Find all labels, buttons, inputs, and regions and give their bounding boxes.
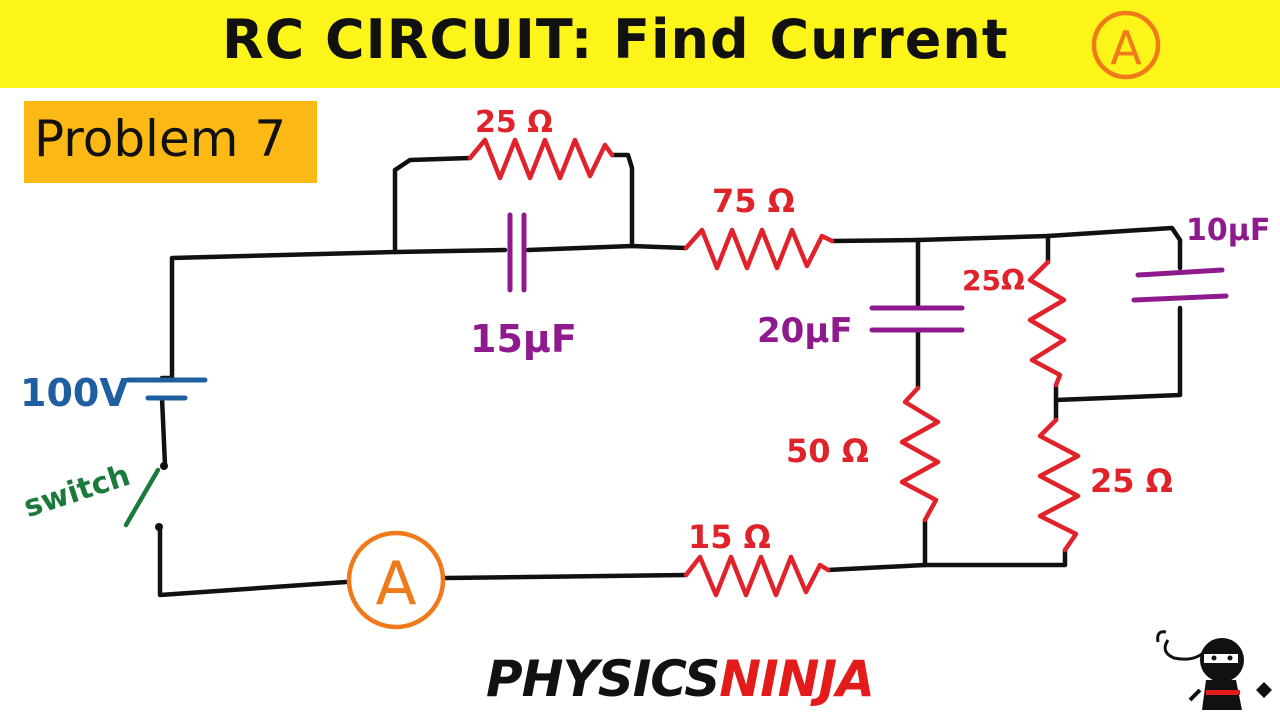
resistor-25-mid [1027,259,1067,388]
switch-icon [123,462,168,531]
logo-part-ninja: NINJA [719,650,875,708]
resistor-75 [683,227,835,271]
problem-label: Problem 7 [34,110,287,168]
wire-bottom-right [922,547,1068,568]
wire-battery-switch [159,395,168,468]
title-bar [0,0,1280,88]
wire-bottom-left [157,527,349,598]
ammeter-icon: A [346,530,446,630]
capacitor-20uF [869,305,965,333]
resistor-25-top [467,137,615,181]
ninja-icon [1156,630,1272,710]
wire-bottom-middle [443,572,689,581]
label-r25-bottom: 25 Ω [1090,462,1173,500]
capacitor-15uF [507,212,527,293]
capacitor-10uF [1131,267,1229,303]
label-r25-top: 25 Ω [475,105,553,140]
label-r50: 50 Ω [786,432,869,470]
battery-icon [125,377,208,401]
label-r15: 15 Ω [688,518,771,556]
label-r25-mid: 25Ω [962,264,1025,297]
resistor-15 [683,554,831,598]
physics-ninja-logo: PHYSICSNINJA [486,650,875,708]
page-title: RC CIRCUIT: Find Current [222,8,1009,71]
ammeter-label: A [375,549,416,619]
logo-part-physics: PHYSICS [486,650,720,708]
label-battery: 100V [20,371,129,415]
wire-bottom-r15-right [825,562,928,573]
label-r75: 75 Ω [712,182,795,220]
label-c15: 15μF [470,317,577,361]
problem-badge [24,101,317,183]
label-c20: 20μF [757,311,853,351]
wire-c15-left [392,247,508,255]
label-c10: 10μF [1186,213,1270,248]
wire-r25top-left [392,155,473,255]
resistor-50 [899,385,941,523]
wire-r25top-right [609,152,635,249]
wire-c10-bottom [1053,305,1183,403]
resistor-25-bottom [1037,417,1081,553]
wire-top-right [829,225,1183,271]
